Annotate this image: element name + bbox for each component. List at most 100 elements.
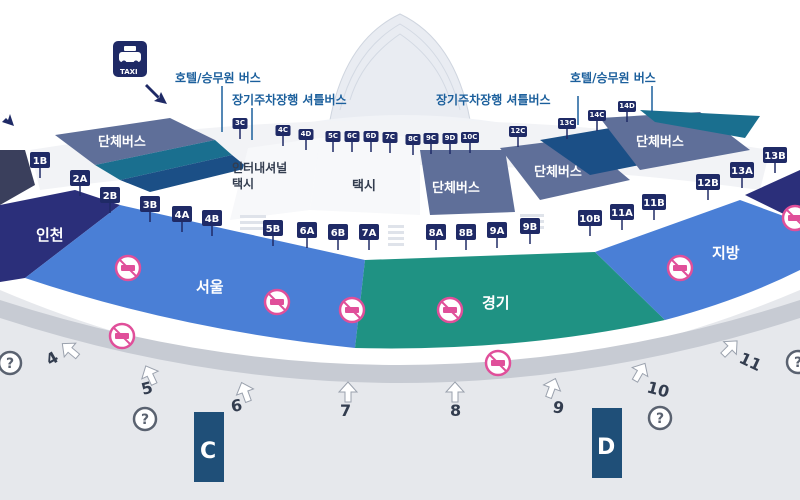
information-icon: ?: [0, 350, 23, 376]
zone-label-group-bus-center: 단체버스: [432, 180, 480, 196]
bus-stop-2B: 2B: [100, 187, 120, 213]
bus-stop-label: 10B: [579, 214, 601, 225]
arrow-icon: [444, 381, 466, 403]
bus-stop-11B: 11B: [642, 194, 666, 220]
bus-stop-label: 4A: [175, 210, 190, 221]
bus-stop-9D: 9D: [442, 133, 458, 154]
zone-label-gyeonggi: 경기: [482, 294, 510, 312]
bus-stop-label: 9A: [490, 226, 505, 237]
arrow-icon: [61, 342, 81, 360]
zone-label-group-bus-right: 단체버스: [534, 164, 582, 180]
zone-label-seoul: 서울: [196, 278, 224, 296]
gate-6: 6: [229, 381, 255, 416]
bus-stop-7A: 7A: [359, 224, 379, 250]
bus-stop-1B: 1B: [30, 152, 50, 178]
bus-stop-9B: 9B: [520, 218, 540, 244]
bus-stop-label: 7A: [362, 228, 377, 239]
no-smoking-icon: [666, 254, 694, 282]
bus-stop-label: 12C: [511, 127, 526, 135]
bus-stop-6B: 6B: [328, 224, 348, 250]
gate-5: 5: [139, 365, 160, 399]
hotel-bus-upper-left-zone: [95, 140, 232, 180]
gate-label: 8: [450, 401, 461, 420]
zone-left-edge: [0, 150, 35, 205]
arrow-icon: [235, 381, 255, 404]
bus-stop-12C: 12C: [509, 126, 527, 147]
bus-stop-10C: 10C: [461, 132, 479, 153]
bus-stop-5B: 5B: [263, 220, 283, 246]
zone-incheon: [0, 190, 120, 282]
bus-stop-3B: 3B: [140, 196, 160, 222]
zone-label-jibang: 지방: [712, 244, 740, 262]
svg-text:?: ?: [656, 411, 664, 427]
bus-stop-label: 4C: [278, 126, 288, 134]
bus-stop-label: 14D: [619, 102, 635, 110]
no-smoking-icon: [108, 322, 136, 350]
bus-stop-3C: 3C: [232, 118, 248, 139]
gate-label: 6: [229, 395, 243, 416]
bus-stop-12B: 12B: [696, 174, 720, 200]
bus-stop-label: 2A: [73, 174, 88, 185]
bus-stop-13C: 13C: [558, 118, 576, 139]
gate-label: 5: [139, 378, 155, 399]
pillar-d-label: D: [597, 435, 615, 460]
group-bus-upper-left-zone: [55, 118, 215, 165]
hotel-bus-upper-right-zone: [640, 110, 760, 138]
pillar-d: D: [592, 408, 622, 478]
zone-label-group-bus-left: 단체버스: [98, 134, 146, 150]
bus-stop-13B: 13B: [763, 147, 787, 173]
bus-stop-label: 12B: [697, 178, 719, 189]
bus-stop-9C: 9C: [423, 133, 439, 154]
no-smoking-icon: [436, 296, 464, 324]
bus-stop-4A: 4A: [172, 206, 192, 232]
gate-8: 8: [444, 381, 466, 420]
bus-stop-2A: 2A: [70, 170, 90, 196]
bus-stop-8A: 8A: [426, 224, 446, 250]
bus-stop-label: 8C: [408, 135, 418, 143]
taxi-zone: [310, 136, 420, 215]
bus-stop-label: 6A: [300, 226, 315, 237]
bus-stop-label: 9B: [523, 222, 538, 233]
svg-text:?: ?: [794, 355, 800, 371]
bus-stop-label: 3C: [235, 119, 245, 127]
parking-shuttle-upper-right-zone: [540, 128, 665, 175]
taxi-sign-arrow-icon: [145, 84, 167, 104]
bus-stop-label: 13B: [764, 151, 786, 162]
bus-stop-6C: 6C: [344, 131, 360, 152]
callout-parking-right: 장기주차장행 셔틀버스: [436, 92, 551, 107]
bus-stop-14D: 14D: [618, 101, 636, 122]
bus-stop-label: 1B: [33, 156, 48, 167]
info-markers: ????: [0, 349, 800, 432]
zone-label-intl-taxi-2: 택시: [232, 176, 254, 191]
gate-7: 7: [337, 381, 359, 420]
bus-stop-7C: 7C: [382, 132, 398, 153]
pillar-c: C: [194, 412, 224, 482]
no-smoking-icon: [263, 288, 291, 316]
bus-stop-label: 8B: [459, 228, 474, 239]
zone-label-group-bus-right2: 단체버스: [636, 134, 684, 150]
group-bus-center-zone: [420, 150, 515, 215]
bus-stop-label: 13A: [731, 166, 753, 177]
svg-text:?: ?: [6, 356, 14, 372]
bus-stop-label: 10C: [463, 133, 478, 141]
bus-stop-label: 6B: [331, 228, 346, 239]
gate-10: 10: [630, 362, 671, 402]
bus-stop-label: 2B: [103, 191, 118, 202]
bus-stop-label: 13C: [560, 119, 575, 127]
bus-stop-4D: 4D: [298, 129, 314, 150]
zone-label-intl-taxi-1: 인터내셔널: [232, 160, 287, 175]
arrow-icon: [720, 340, 738, 358]
bus-stop-6D: 6D: [363, 131, 379, 152]
zone-label-taxi: 택시: [352, 178, 376, 194]
callout-hotel-right: 호텔/승무원 버스: [570, 70, 656, 85]
bus-stop-label: 9C: [426, 134, 436, 142]
information-icon: ?: [647, 405, 673, 431]
bus-stop-label: 5C: [328, 132, 338, 140]
bus-stop-label: 14C: [590, 111, 605, 119]
zone-label-incheon: 인천: [36, 226, 64, 244]
arrow-icon: [141, 365, 160, 386]
no-smoking-icon: [484, 349, 512, 377]
no-smoking-icon: [338, 296, 366, 324]
